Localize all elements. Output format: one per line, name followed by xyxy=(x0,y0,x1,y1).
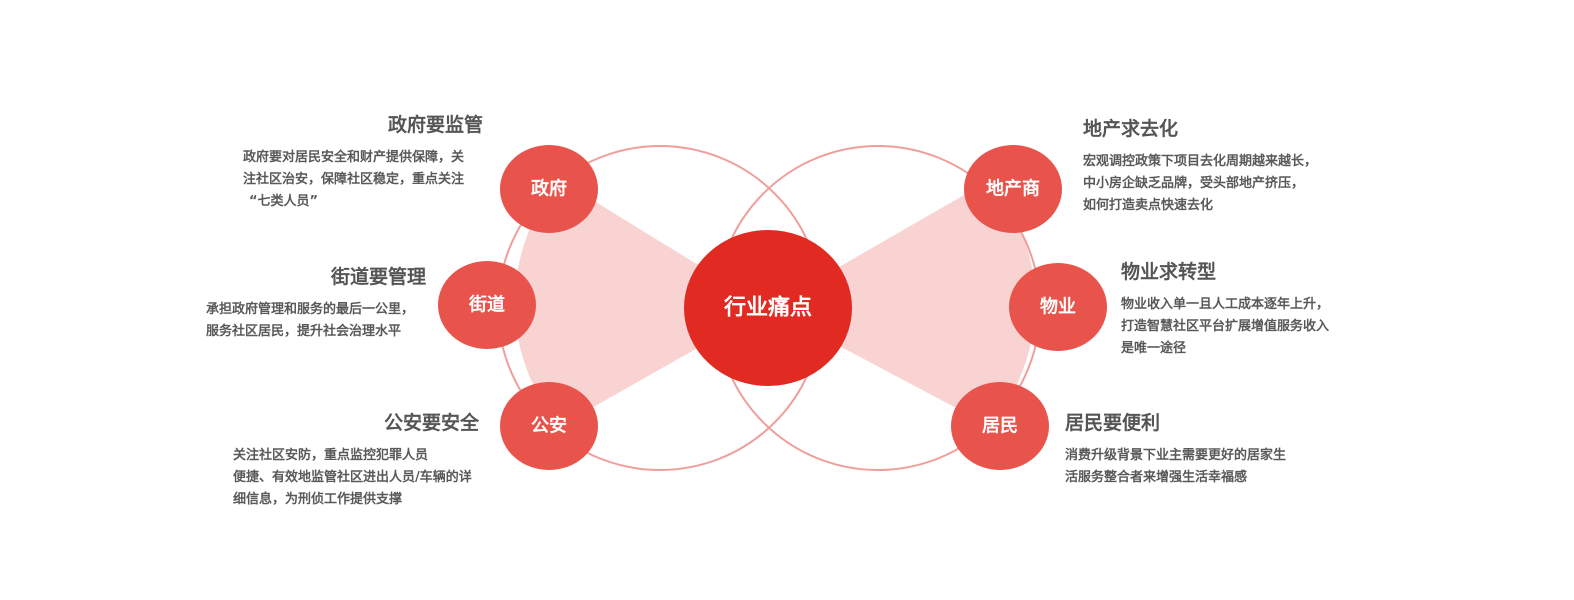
node-resident-label: 居民 xyxy=(982,416,1018,437)
resident-line: 消费升级背景下业主需要更好的居家生 xyxy=(1065,448,1287,463)
property-line: 是唯一途径 xyxy=(1121,341,1187,356)
property-block: 物业求转型 物业收入单一且人工成本逐年上升， 打造智慧社区平台扩展增值服务收入 … xyxy=(1121,257,1361,360)
police-title: 公安要安全 xyxy=(383,412,479,434)
gov-line: 政府要对居民安全和财产提供保障，关 xyxy=(243,150,465,165)
developer-line: 如何打造卖点快速去化 xyxy=(1083,198,1214,213)
right-fan xyxy=(768,180,1036,426)
gov-line: “七类人员” xyxy=(249,194,319,209)
node-street: 街道 xyxy=(438,261,536,349)
developer-line: 宏观调控政策下项目去化周期越来越长， xyxy=(1083,154,1318,169)
resident-line: 活服务整合者来增强生活幸福感 xyxy=(1065,470,1248,485)
gov-title: 政府要监管 xyxy=(387,114,483,136)
node-property: 物业 xyxy=(1009,263,1107,351)
resident-title: 居民要便利 xyxy=(1065,412,1161,434)
node-property-label: 物业 xyxy=(1040,296,1076,318)
node-street-label: 街道 xyxy=(468,294,505,316)
gov-line: 注社区治安，保障社区稳定，重点关注 xyxy=(243,172,465,187)
center-label: 行业痛点 xyxy=(723,295,812,321)
resident-body: 消费升级背景下业主需要更好的居家生 活服务整合者来增强生活幸福感 xyxy=(1065,445,1325,489)
gov-body: 政府要对居民安全和财产提供保障，关 注社区治安，保障社区稳定，重点关注 “七类人… xyxy=(243,147,483,213)
node-gov-label: 政府 xyxy=(531,178,567,200)
developer-body: 宏观调控政策下项目去化周期越来越长， 中小房企缺乏品牌，受头部地产挤压， 如何打… xyxy=(1083,151,1343,217)
police-line: 细信息，为刑侦工作提供支撑 xyxy=(233,492,403,507)
gov-block: 政府要监管 政府要对居民安全和财产提供保障，关 注社区治安，保障社区稳定，重点关… xyxy=(243,110,483,213)
police-line: 关注社区安防，重点监控犯罪人员 xyxy=(233,448,429,463)
node-police-label: 公安 xyxy=(531,415,567,437)
police-block: 公安要安全 关注社区安防，重点监控犯罪人员 便捷、有效地监管社区进出人员/车辆的… xyxy=(233,408,479,511)
street-title: 街道要管理 xyxy=(330,266,426,288)
node-gov: 政府 xyxy=(500,145,598,233)
developer-line: 中小房企缺乏品牌，受头部地产挤压， xyxy=(1083,176,1305,191)
property-body: 物业收入单一且人工成本逐年上升， 打造智慧社区平台扩展增值服务收入 是唯一途径 xyxy=(1121,294,1361,360)
node-developer: 地产商 xyxy=(964,145,1062,233)
police-body: 关注社区安防，重点监控犯罪人员 便捷、有效地监管社区进出人员/车辆的详 细信息，… xyxy=(233,445,479,511)
developer-block: 地产求去化 宏观调控政策下项目去化周期越来越长， 中小房企缺乏品牌，受头部地产挤… xyxy=(1083,114,1343,217)
left-fan xyxy=(514,180,768,426)
node-police: 公安 xyxy=(500,382,598,470)
property-line: 物业收入单一且人工成本逐年上升， xyxy=(1121,297,1330,312)
developer-title: 地产求去化 xyxy=(1083,118,1179,140)
center-node: 行业痛点 xyxy=(684,230,852,386)
resident-block: 居民要便利 消费升级背景下业主需要更好的居家生 活服务整合者来增强生活幸福感 xyxy=(1065,408,1325,489)
police-line: 便捷、有效地监管社区进出人员/车辆的详 xyxy=(233,470,472,485)
property-title: 物业求转型 xyxy=(1121,261,1217,283)
street-line: 承担政府管理和服务的最后一公里， xyxy=(206,302,415,317)
node-developer-label: 地产商 xyxy=(986,178,1040,200)
street-body: 承担政府管理和服务的最后一公里， 服务社区居民，提升社会治理水平 xyxy=(206,299,426,343)
node-resident: 居民 xyxy=(951,382,1049,470)
property-line: 打造智慧社区平台扩展增值服务收入 xyxy=(1121,319,1330,334)
street-block: 街道要管理 承担政府管理和服务的最后一公里， 服务社区居民，提升社会治理水平 xyxy=(206,262,426,343)
street-line: 服务社区居民，提升社会治理水平 xyxy=(206,324,402,339)
